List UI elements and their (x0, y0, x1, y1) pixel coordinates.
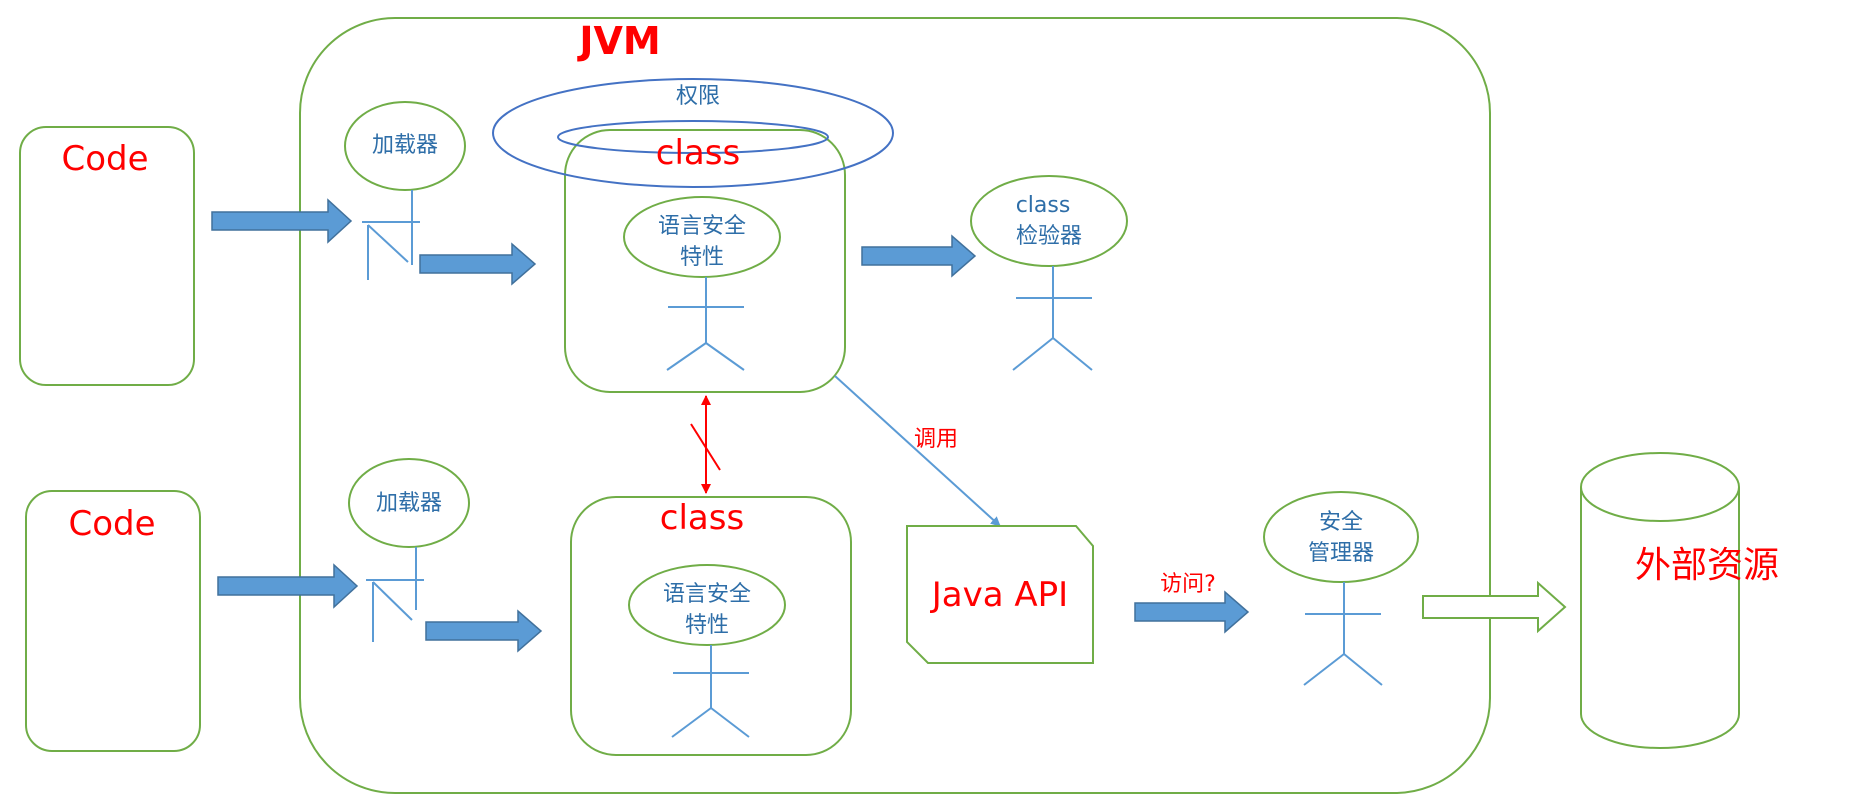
code-label-bottom: Code (68, 504, 155, 544)
loader-label-top: 加载器 (372, 133, 438, 158)
java-api-shape (906, 525, 1094, 664)
arrow-code-to-loader-top (211, 198, 353, 244)
security-manager-figure (1303, 582, 1383, 686)
class-verifier-label-1: class (1016, 193, 1071, 218)
loader-oval-bottom (348, 458, 470, 548)
lang-safety-oval-top (623, 196, 781, 278)
loader-label-bottom: 加载器 (376, 491, 442, 516)
security-manager-label-1: 安全 (1319, 510, 1363, 535)
jvm-label: JVM (576, 19, 660, 63)
permission-ring-inner (557, 120, 829, 154)
external-resource-label: 外部资源 (1635, 545, 1779, 586)
class-label-bottom: class (660, 498, 744, 538)
lang-safety-label-bottom-2: 特性 (685, 613, 729, 638)
class-verifier-figure (1012, 266, 1093, 371)
code-label-top: Code (61, 139, 148, 179)
lang-safety-label-top-1: 语言安全 (658, 214, 746, 239)
arrow-class-to-verifier (861, 234, 977, 278)
lang-safety-figure-top (666, 277, 745, 371)
security-manager-label-2: 管理器 (1308, 541, 1374, 566)
lang-safety-oval-bottom (628, 564, 786, 646)
arrow-to-external-resource (1422, 580, 1567, 634)
code-box-top (19, 126, 195, 386)
arrow-code-to-loader-bottom (217, 563, 359, 609)
call-arrow (834, 375, 1001, 527)
java-api-label: Java API (930, 575, 1068, 615)
arrow-loader-to-class-bottom (425, 609, 543, 653)
access-label: 访问? (1160, 572, 1216, 597)
permission-ring-outer (492, 78, 894, 188)
lang-safety-figure-bottom (671, 645, 750, 738)
arrow-api-to-security-manager (1134, 590, 1250, 634)
loader-figure-top (362, 190, 420, 280)
lang-safety-label-top-2: 特性 (680, 245, 724, 270)
loader-oval-top (344, 101, 466, 191)
arrow-loader-to-class-top (419, 242, 537, 286)
security-manager-oval (1263, 491, 1419, 583)
class-label-top: class (656, 133, 740, 173)
lang-safety-label-bottom-1: 语言安全 (663, 582, 751, 607)
external-resource-cylinder (1580, 452, 1740, 749)
class-verifier-label-2: 检验器 (1016, 224, 1082, 249)
no-access-slash (690, 423, 721, 471)
code-box-bottom (25, 490, 201, 752)
jvm-container (299, 17, 1491, 794)
class-verifier-oval (970, 175, 1128, 267)
call-label: 调用 (914, 427, 958, 452)
permission-label: 权限 (676, 84, 720, 109)
loader-figure-bottom (366, 547, 424, 642)
